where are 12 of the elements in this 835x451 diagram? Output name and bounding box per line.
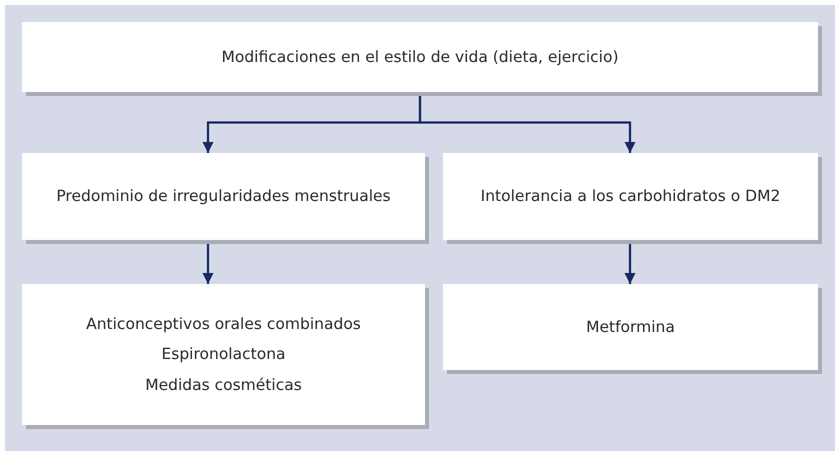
process-box — [22, 284, 425, 425]
box-text: Predominio de irregularidades menstruales — [56, 186, 391, 207]
box-text: Metformina — [586, 316, 675, 338]
box-text: Medidas cosméticas — [145, 374, 302, 395]
process-box — [443, 284, 818, 370]
box-text: Intolerancia a los carbohidratos o DM2 — [480, 186, 780, 207]
process-box — [443, 153, 818, 240]
box-text: Espironolactona — [161, 344, 286, 365]
process-box — [22, 153, 425, 240]
box-text: Modificaciones en el estilo de vida (dieta, ejercicio) — [221, 46, 619, 68]
box-text: Anticonceptivos orales combinados — [86, 314, 361, 334]
process-box — [22, 22, 818, 92]
